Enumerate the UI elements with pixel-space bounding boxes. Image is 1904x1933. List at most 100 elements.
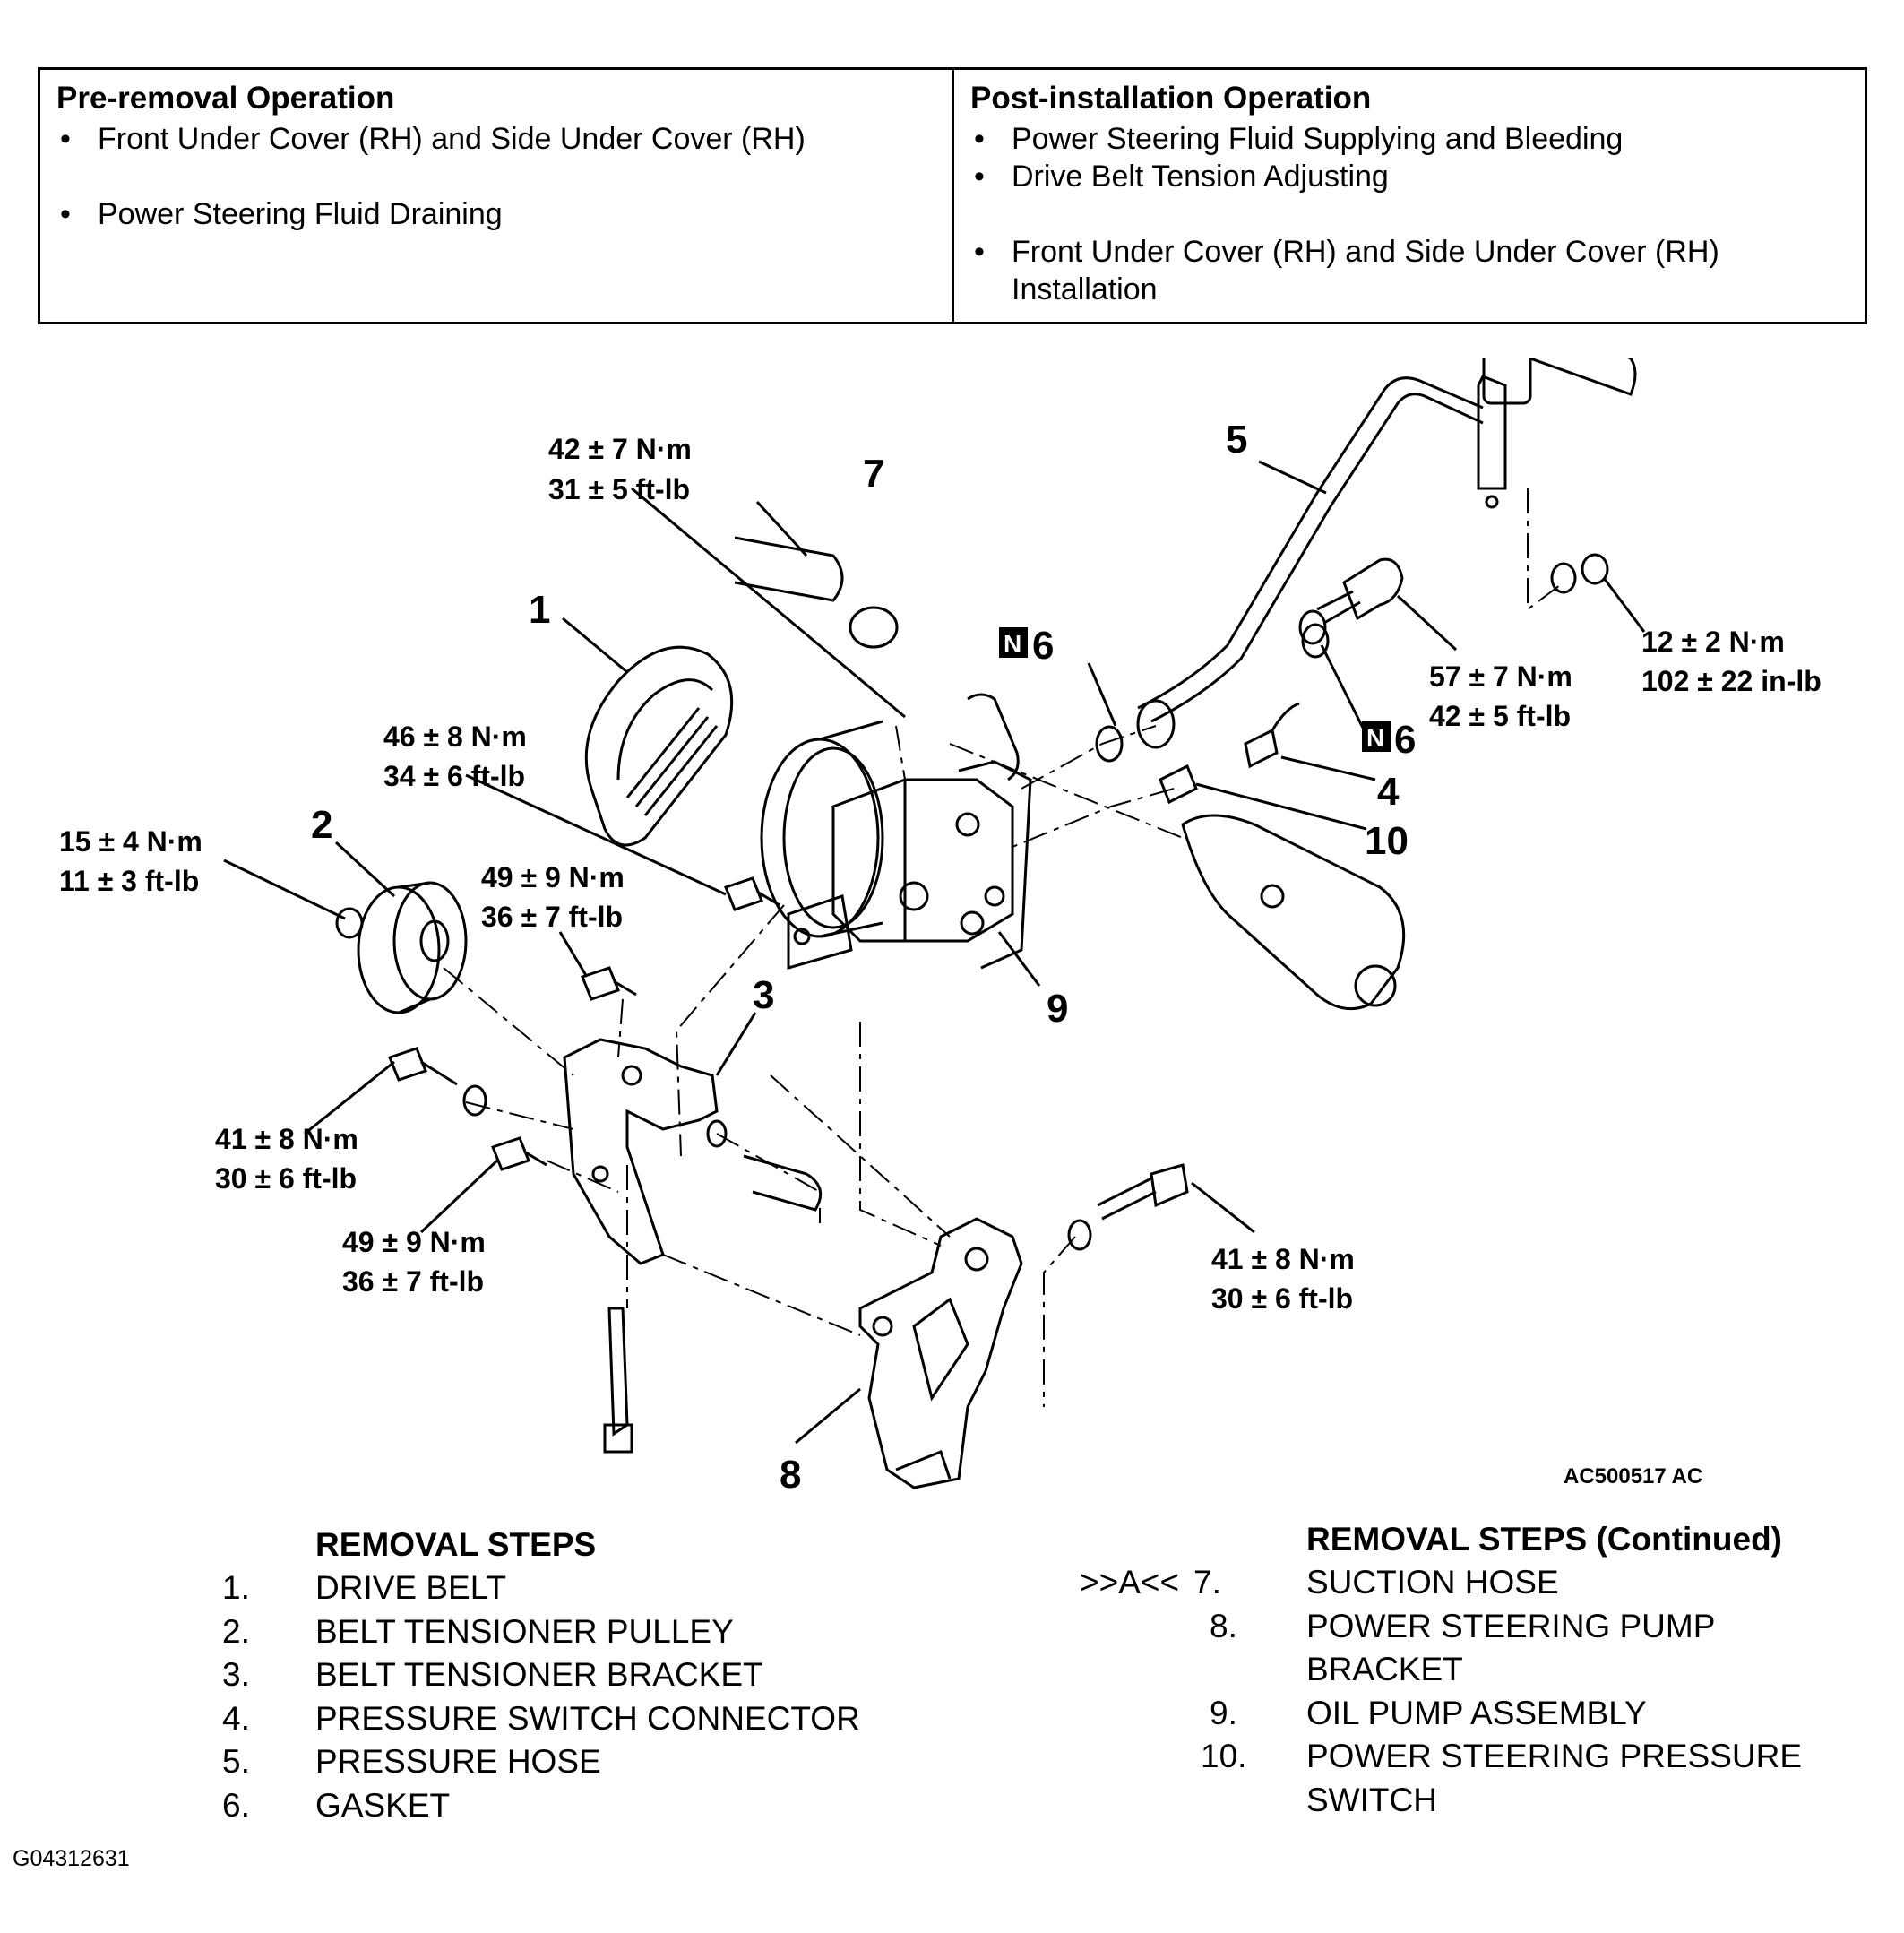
pre-removal-item: Power Steering Fluid Draining: [56, 195, 936, 233]
hose-clamp: [849, 606, 899, 649]
bolt: [607, 1307, 629, 1437]
bolt: [724, 876, 780, 911]
list-item: 5. PRESSURE HOSE: [215, 1740, 950, 1784]
torque-ftlb: 36 ± 7 ft-lb: [481, 901, 623, 933]
bolt: [388, 1047, 458, 1086]
washer: [1550, 562, 1577, 594]
torque-ftlb: 102 ± 22 in-lb: [1641, 665, 1822, 697]
step-label: POWER STEERING PRESSURE SWITCH: [1306, 1738, 1803, 1818]
bolt: [1097, 1177, 1157, 1221]
removal-steps-continued: REMOVAL STEPS (Continued) >>A<< 7. SUCTI…: [1080, 1518, 1873, 1822]
post-installation-item: Power Steering Fluid Supplying and Bleed…: [970, 120, 1848, 158]
list-item: 3. BELT TENSIONER BRACKET: [215, 1653, 950, 1697]
post-installation-section: Post-installation Operation Power Steeri…: [954, 70, 1865, 322]
torque-ftlb: 31 ± 5 ft-lb: [548, 473, 690, 505]
step-number: 3.: [222, 1656, 250, 1693]
callout-2: 2: [311, 803, 332, 847]
list-item: 2. BELT TENSIONER PULLEY: [215, 1610, 950, 1654]
callout-6: 6: [1032, 624, 1054, 668]
pre-removal-section: Pre-removal Operation Front Under Cover …: [40, 70, 954, 322]
bolt: [491, 1136, 547, 1171]
callout-3: 3: [753, 973, 774, 1017]
torque-nm: 57 ± 7 N·m: [1429, 660, 1572, 693]
torque-ftlb: 30 ± 6 ft-lb: [215, 1162, 357, 1195]
belt-tensioner-pulley: [357, 881, 468, 1014]
belt-tensioner-bracket: [563, 1038, 728, 1265]
post-installation-list: Power Steering Fluid Supplying and Bleed…: [970, 120, 1848, 308]
callout-6: 6: [1394, 718, 1416, 762]
post-installation-item: Front Under Cover (RH) and Side Under Co…: [970, 233, 1818, 308]
callout-10: 10: [1365, 819, 1409, 863]
torque-ftlb: 34 ± 6 ft-lb: [383, 760, 525, 792]
torque-ftlb: 30 ± 6 ft-lb: [1211, 1282, 1353, 1315]
reservoir-bracket: [1181, 814, 1406, 1011]
step-number: 7.: [1193, 1564, 1221, 1601]
step-label: POWER STEERING PUMP BRACKET: [1306, 1607, 1715, 1688]
callout-5: 5: [1226, 418, 1247, 462]
pressure-hose: [1136, 358, 1637, 749]
new-part-letter: N: [1004, 630, 1021, 658]
callout-1: 1: [529, 588, 550, 632]
list-item: 10. POWER STEERING PRESSURE SWITCH: [1084, 1735, 1873, 1822]
list-item: >>A<< 7. SUCTION HOSE: [1080, 1561, 1873, 1605]
flange-nut: [335, 907, 364, 939]
torque-nm: 15 ± 4 N·m: [59, 825, 202, 858]
torque-nm: 41 ± 8 N·m: [1211, 1243, 1355, 1275]
list-item: 4. PRESSURE SWITCH CONNECTOR: [215, 1697, 950, 1741]
step-number: 6.: [222, 1786, 250, 1824]
step-label: GASKET: [315, 1786, 451, 1824]
power-steering-pump-bracket: [858, 1217, 1023, 1489]
post-installation-item: Drive Belt Tension Adjusting: [970, 158, 1848, 195]
step-number: 2.: [222, 1612, 250, 1650]
document-code: G04312631: [13, 1846, 130, 1871]
step-number: 1.: [222, 1569, 250, 1606]
union-bolt: [1298, 557, 1404, 645]
procedure-reference: >>A<<: [1080, 1564, 1180, 1601]
torque-nm: 46 ± 8 N·m: [383, 721, 527, 753]
gasket-ring: [1301, 623, 1330, 659]
callout-4: 4: [1377, 770, 1400, 814]
step-number: 5.: [222, 1743, 250, 1780]
step-label: BELT TENSIONER PULLEY: [315, 1612, 734, 1650]
pre-removal-title: Pre-removal Operation: [56, 81, 395, 116]
new-part-letter: N: [1366, 724, 1384, 752]
torque-ftlb: 36 ± 7 ft-lb: [342, 1265, 484, 1298]
list-item: 1. DRIVE BELT: [215, 1566, 950, 1610]
suction-hose: [734, 536, 844, 602]
pressure-switch-connector: [1244, 728, 1279, 769]
torque-nm: 49 ± 9 N·m: [481, 861, 625, 893]
torque-nm: 49 ± 9 N·m: [342, 1226, 486, 1258]
callout-9: 9: [1047, 987, 1068, 1031]
list-item: 9. OIL PUMP ASSEMBLY: [1084, 1692, 1873, 1736]
step-label: SUCTION HOSE: [1306, 1564, 1559, 1601]
removal-steps-title: REMOVAL STEPS: [315, 1526, 597, 1563]
flange-nut: [1581, 553, 1609, 585]
step-label: BELT TENSIONER BRACKET: [315, 1656, 763, 1693]
step-number: 9.: [1210, 1694, 1237, 1731]
pre-removal-item: Front Under Cover (RH) and Side Under Co…: [56, 120, 936, 158]
torque-nm: 12 ± 2 N·m: [1641, 626, 1785, 658]
torque-nm: 41 ± 8 N·m: [215, 1123, 358, 1155]
tensioner-shaft: [743, 1154, 823, 1212]
bolt: [581, 966, 637, 1001]
step-number: 10.: [1201, 1738, 1247, 1774]
torque-ftlb: 42 ± 5 ft-lb: [1429, 700, 1571, 732]
list-item: 8. POWER STEERING PUMP BRACKET: [1084, 1605, 1873, 1692]
list-item: 6. GASKET: [215, 1784, 950, 1828]
pump-pulley: [760, 738, 880, 938]
pressure-switch: [1159, 764, 1198, 805]
callout-7: 7: [863, 452, 884, 496]
post-installation-title: Post-installation Operation: [970, 81, 1372, 116]
step-label: PRESSURE SWITCH CONNECTOR: [315, 1699, 860, 1737]
drive-belt: [584, 645, 734, 847]
oil-pump-assembly: [787, 760, 1032, 970]
step-number: 8.: [1210, 1607, 1237, 1644]
pre-removal-list: Front Under Cover (RH) and Side Under Co…: [56, 120, 936, 233]
removal-steps: REMOVAL STEPS 1. DRIVE BELT 2. BELT TENS…: [215, 1523, 950, 1827]
torque-nm: 42 ± 7 N·m: [548, 433, 692, 465]
gasket-ring: [1095, 725, 1124, 763]
exploded-diagram: 1 2 3 4 5 N 6 N 6 7 8 9 10 42 ± 7 N·m 31…: [59, 358, 1822, 1497]
torque-ftlb: 11 ± 3 ft-lb: [59, 865, 199, 897]
new-part-mark: [999, 627, 1028, 658]
step-number: 4.: [222, 1699, 250, 1737]
